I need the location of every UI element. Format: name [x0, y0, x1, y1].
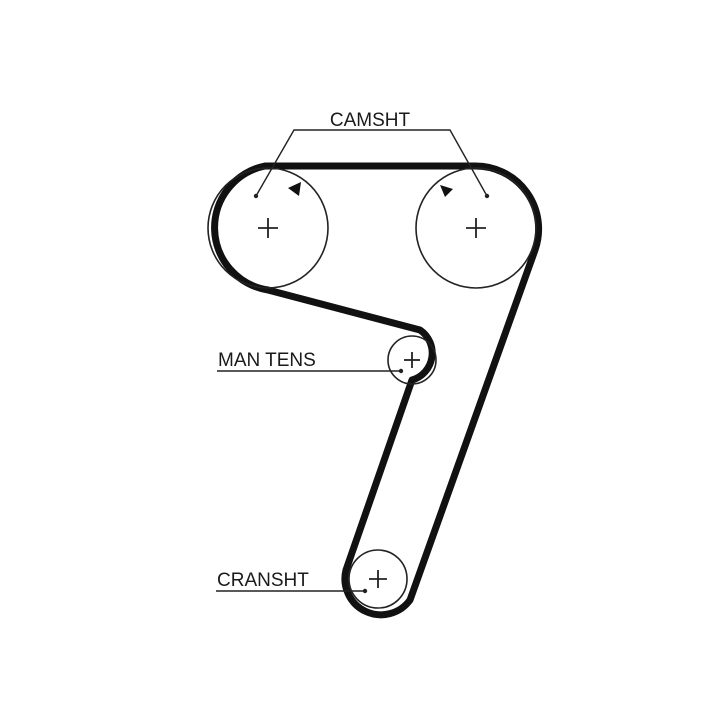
tensioner-leader-dot	[398, 368, 404, 374]
camshaft-leader-dot-left	[253, 193, 259, 199]
timing-belt	[211, 162, 543, 619]
camshaft-label: CAMSHT	[330, 110, 411, 131]
crankshaft-pulley	[348, 549, 408, 609]
tensioner-label: MAN TENS	[218, 350, 316, 371]
tensioner-pulley	[387, 335, 437, 385]
camshaft-leader-dot-right	[484, 193, 490, 199]
crankshaft-label: CRANSHT	[217, 570, 309, 591]
camshaft-pulley-left	[207, 167, 329, 289]
rotation-arrow-left-icon	[288, 182, 301, 196]
rotation-arrow-right-icon	[440, 185, 453, 197]
camshaft-leader-line	[255, 129, 488, 197]
camshaft-pulley-right	[415, 167, 537, 289]
crankshaft-leader-dot	[362, 588, 368, 594]
